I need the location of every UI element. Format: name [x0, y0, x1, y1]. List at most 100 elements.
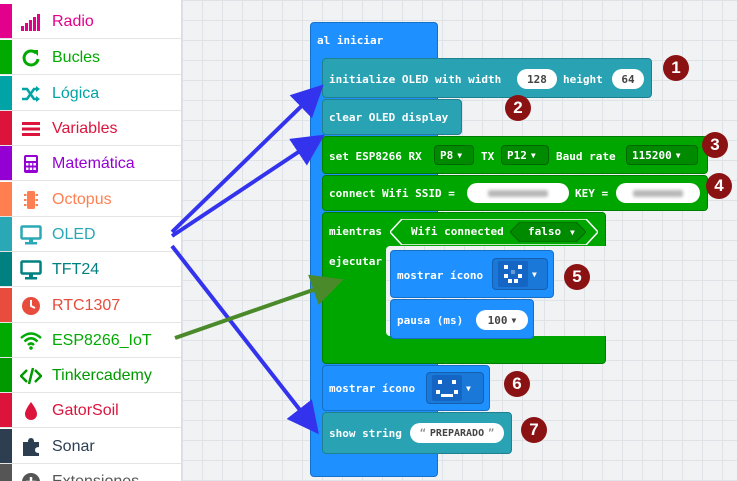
category-color-bar [0, 429, 12, 463]
category-color-bar [0, 111, 12, 145]
category-label: Radio [52, 13, 94, 30]
clear-oled-label: clear OLED display [329, 111, 449, 124]
category-color-bar [0, 40, 12, 74]
show-icon-label: mostrar ícono [397, 269, 484, 282]
toolbox-category-sonar[interactable]: Sonar [0, 429, 181, 464]
loop-arrow-icon [20, 47, 42, 69]
category-label: Extensiones [52, 472, 139, 481]
callout-badge-7: 7 [521, 417, 547, 443]
baud-rate-label: Baud rate [556, 150, 616, 163]
pause-ms-value: 100 [487, 313, 508, 327]
category-label: Bucles [52, 49, 101, 66]
toolbox-category-matematica[interactable]: Matemática [0, 146, 181, 181]
toolbox-category-logica[interactable]: Lógica [0, 76, 181, 111]
chevron-down-icon: ▼ [466, 383, 471, 393]
toolbox-category-bucles[interactable]: Bucles [0, 40, 181, 75]
category-label: OLED [52, 226, 96, 243]
toolbox-category-octopus[interactable]: Octopus [0, 182, 181, 217]
category-label: GatorSoil [52, 402, 119, 419]
category-label: TFT24 [52, 261, 100, 278]
oled-height-label: height [563, 73, 603, 86]
category-label: RTC1307 [52, 297, 121, 314]
chevron-down-icon: ▼ [511, 315, 517, 325]
category-color-bar [0, 217, 12, 251]
icon-picker-dropdown[interactable]: ▼ [426, 372, 484, 404]
pause-label: pausa (ms) [397, 314, 464, 327]
monitor-icon [20, 259, 42, 281]
baud-rate-dropdown[interactable]: 115200▼ [626, 145, 698, 165]
open-quote: “ [419, 427, 426, 439]
rx-pin-value: P8 [440, 148, 454, 162]
wifi-key-label: KEY = [575, 187, 609, 200]
wifi-ssid-input[interactable] [467, 183, 569, 203]
category-color-bar [0, 323, 12, 357]
wifi-key-input[interactable] [616, 183, 700, 203]
toolbox-category-oled[interactable]: OLED [0, 217, 181, 252]
plus-icon [20, 471, 42, 481]
callout-badge-6: 6 [504, 371, 530, 397]
toolbox-category-gatorsoil[interactable]: GatorSoil [0, 393, 181, 428]
initialize-oled-block[interactable] [322, 58, 652, 98]
category-label: Matemática [52, 155, 135, 172]
oled-width-input[interactable]: 128 [517, 69, 557, 89]
category-color-bar [0, 76, 12, 110]
category-color-bar [0, 4, 12, 38]
signal-bars-icon [20, 11, 42, 33]
do-label: ejecutar [329, 255, 382, 268]
chevron-down-icon: ▼ [530, 150, 536, 160]
clear-oled-block[interactable] [322, 99, 462, 135]
category-label: Sonar [52, 438, 95, 455]
pause-ms-input[interactable]: 100▼ [476, 310, 528, 330]
show-icon-label: mostrar ícono [329, 382, 416, 395]
shuffle-icon [20, 83, 42, 105]
while-label: mientras [329, 225, 382, 238]
category-color-bar [0, 358, 12, 392]
puzzle-icon [20, 436, 42, 458]
chevron-down-icon: ▼ [457, 150, 463, 160]
rx-pin-dropdown[interactable]: P8▼ [434, 145, 474, 165]
tx-pin-dropdown[interactable]: P12▼ [501, 145, 549, 165]
water-drop-icon [20, 400, 42, 422]
category-label: Lógica [52, 85, 100, 102]
boolean-false-dropdown[interactable] [510, 222, 586, 242]
category-label: ESP8266_IoT [52, 332, 152, 349]
blocks-workspace[interactable]: al iniciar initialize OLED with width 12… [182, 0, 737, 481]
callout-badge-3: 3 [702, 132, 728, 158]
connect-wifi-label: connect Wifi SSID = [329, 187, 455, 200]
toolbox-category-esp8266-iot[interactable]: ESP8266_IoT [0, 323, 181, 358]
pause-block[interactable] [390, 299, 534, 339]
ssid-redacted-text [488, 189, 548, 197]
monitor-icon [20, 224, 42, 246]
clock-icon [20, 295, 42, 317]
tx-label: TX [481, 150, 495, 163]
category-label: Variables [52, 120, 118, 137]
toolbox-category-rtc1307[interactable]: RTC1307 [0, 288, 181, 323]
list-lines-icon [20, 118, 42, 140]
oled-height-input[interactable]: 64 [612, 69, 644, 89]
show-string-input[interactable]: “PREPARADO” [410, 423, 504, 443]
category-label: Tinkercademy [52, 367, 152, 384]
category-color-bar [0, 146, 12, 180]
initialize-oled-label: initialize OLED with width [329, 73, 502, 86]
show-string-label: show string [329, 427, 402, 440]
toolbox: Radio Bucles Lógica Variables Matemática [0, 0, 182, 481]
baud-rate-value: 115200 [632, 148, 672, 162]
chevron-down-icon: ▼ [532, 269, 537, 279]
led-face-icon [432, 375, 462, 401]
toolbox-category-tinkercademy[interactable]: Tinkercademy [0, 358, 181, 393]
toolbox-category-radio[interactable]: Radio [0, 4, 181, 39]
toolbox-category-extensiones[interactable]: Extensiones [0, 464, 181, 481]
toolbox-category-tft24[interactable]: TFT24 [0, 252, 181, 287]
on-start-label: al iniciar [317, 34, 384, 47]
chevron-down-icon: ▼ [675, 150, 681, 160]
chevron-down-icon: ▼ [570, 228, 575, 237]
code-icon [20, 365, 42, 387]
category-color-bar [0, 393, 12, 427]
boolean-value: falso [528, 225, 562, 238]
chip-icon [20, 189, 42, 211]
callout-badge-4: 4 [706, 173, 732, 199]
callout-badge-1: 1 [663, 55, 689, 81]
wifi-icon [20, 330, 42, 352]
icon-picker-dropdown[interactable]: ▼ [492, 258, 548, 290]
toolbox-category-variables[interactable]: Variables [0, 111, 181, 146]
